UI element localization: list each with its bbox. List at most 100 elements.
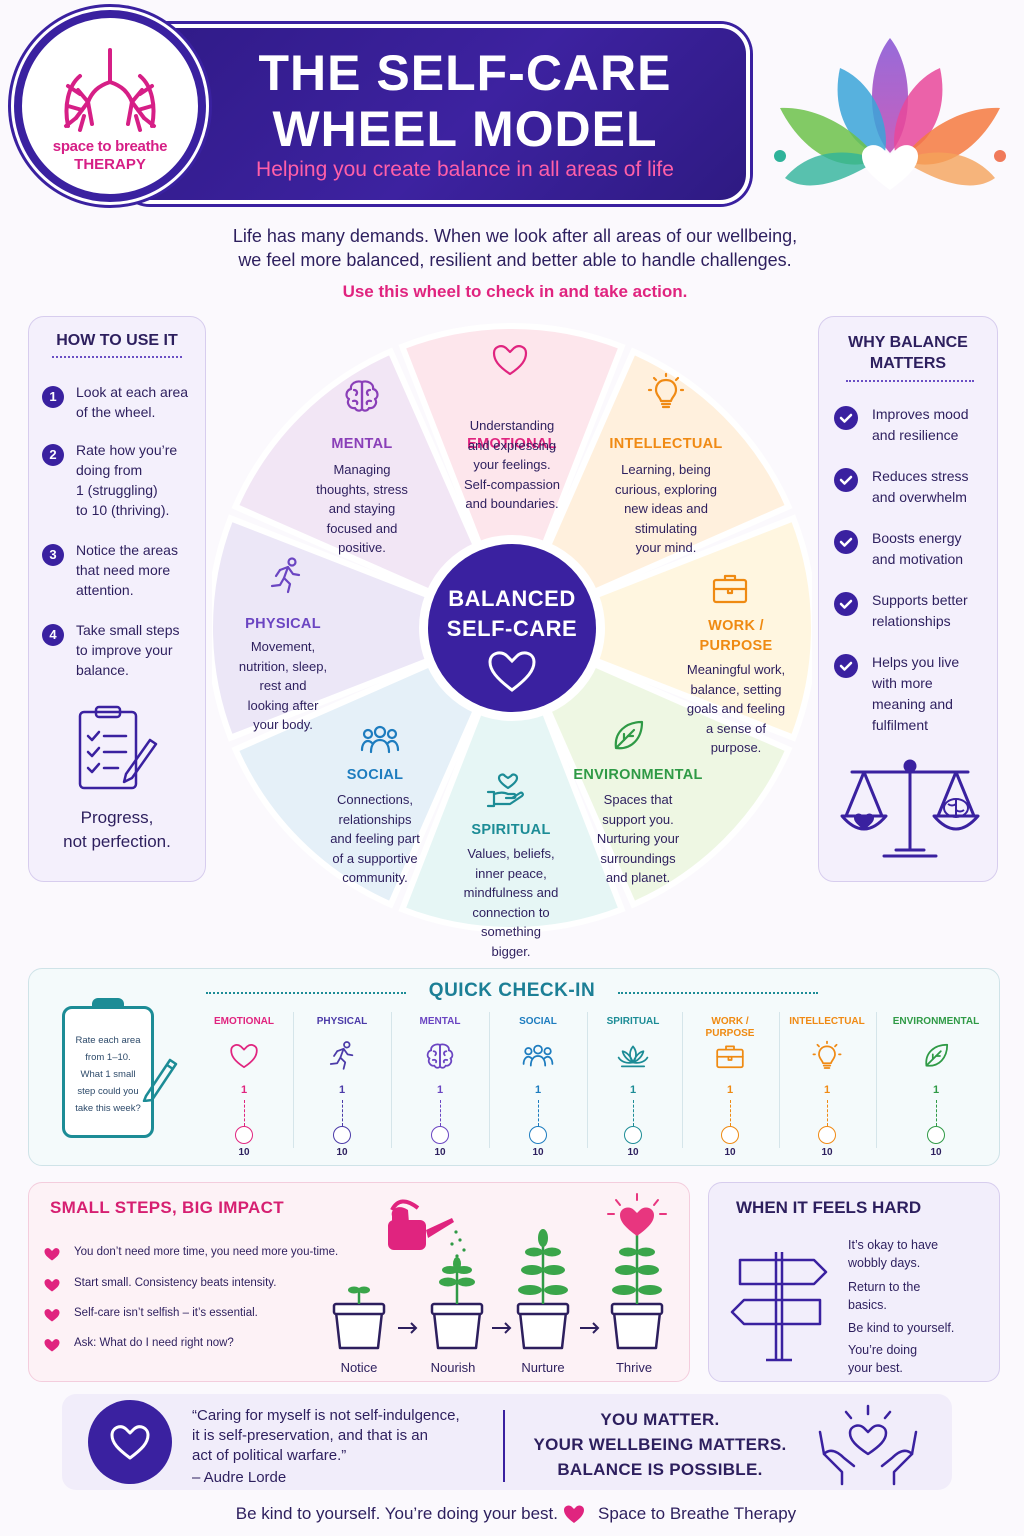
check-icon: [834, 592, 858, 616]
scale-min: 1: [823, 1084, 831, 1096]
lightbulb-icon: [812, 1040, 842, 1069]
wheel-segment-title: MENTAL: [331, 436, 393, 452]
scale-max: 10: [821, 1147, 833, 1158]
logo: space to breathe THERAPY: [14, 10, 206, 202]
footer-text: Be kind to yourself. You’re doing your b…: [235, 1504, 558, 1523]
rating-circle[interactable]: [818, 1126, 836, 1144]
when-hard-line: It’s okay to have: [848, 1238, 939, 1252]
check-icon: [834, 654, 858, 678]
when-hard-line: your best.: [848, 1361, 903, 1375]
leaf-icon: [614, 720, 644, 750]
watering-can-icon: [388, 1199, 466, 1258]
stage-label: Nurture: [521, 1360, 565, 1375]
step-number: 1: [42, 386, 64, 408]
wheel-center: [428, 544, 596, 712]
when-hard-line: You’re doing: [848, 1343, 918, 1357]
lotus-icon: [617, 1045, 649, 1068]
scale-min: 1: [240, 1084, 248, 1096]
quote-panel: [62, 1394, 952, 1490]
scale-min: 1: [534, 1084, 542, 1096]
heart-icon: [492, 345, 528, 376]
signpost-icon: [730, 1252, 828, 1362]
small-steps-item: Ask: What do I need right now?: [74, 1337, 234, 1349]
stage-label: Notice: [340, 1360, 378, 1375]
heart-icon: [44, 1339, 60, 1352]
heart-icon: [488, 651, 536, 692]
checkin-column: EMOTIONAL 1 10: [196, 1010, 292, 1160]
when-hard-line: wobbly days.: [848, 1256, 921, 1270]
scale-min: 1: [338, 1084, 346, 1096]
scale-line: [730, 1100, 731, 1126]
wheel-segment-description: Values, beliefs,inner peace,mindfulness …: [463, 846, 559, 959]
quote-text: “Caring for myself is not self-indulgenc…: [192, 1407, 460, 1424]
footer-brand: Space to Breathe Therapy: [598, 1504, 797, 1523]
rating-circle[interactable]: [333, 1126, 351, 1144]
heart-icon: [44, 1309, 60, 1322]
divider: [876, 1012, 877, 1148]
small-steps-item: You don’t need more time, you need more …: [74, 1246, 339, 1258]
quote-author: – Audre Lorde: [192, 1469, 287, 1486]
heart-icon: [110, 1425, 150, 1460]
divider: [846, 380, 974, 382]
rating-circle[interactable]: [529, 1126, 547, 1144]
briefcase-icon: [712, 574, 748, 604]
scale-max: 10: [238, 1147, 250, 1158]
page-subtitle: Helping you create balance in all areas …: [256, 158, 674, 181]
check-icon: [834, 406, 858, 430]
scale-max: 10: [434, 1147, 446, 1158]
wheel-center-title: BALANCED: [448, 586, 576, 611]
scale-line: [440, 1100, 441, 1126]
people-icon: [360, 725, 400, 754]
logo-text: space to breathe: [52, 138, 168, 155]
small-steps-item: Self-care isn’t selfish – it’s essential…: [74, 1307, 258, 1319]
clipboard-card: [62, 1006, 154, 1138]
divider: [779, 1012, 780, 1148]
self-care-wheel: [212, 323, 812, 933]
quote-text: it is self-preservation, and that is an: [192, 1427, 428, 1444]
divider: [293, 1012, 294, 1148]
checkin-label: EMOTIONAL: [214, 1016, 274, 1027]
scale-min: 1: [726, 1084, 734, 1096]
quick-checkin-panel: [28, 968, 1000, 1166]
heart-icon: [564, 1505, 584, 1523]
affirmation: YOU MATTER.: [600, 1410, 720, 1429]
checkin-label: PHYSICAL: [316, 1016, 368, 1027]
when-hard-line: Be kind to yourself.: [848, 1321, 955, 1335]
checkin-label: SOCIAL: [519, 1016, 557, 1027]
balance-scale-icon: [840, 759, 980, 858]
when-hard-line: Return to the: [848, 1280, 921, 1294]
heart-icon: [230, 1044, 258, 1069]
check-icon: [834, 468, 858, 492]
scale-max: 10: [532, 1147, 544, 1158]
rating-circle[interactable]: [927, 1126, 945, 1144]
checklist-icon: [78, 705, 158, 790]
divider: [391, 1012, 392, 1148]
rating-circle[interactable]: [721, 1126, 739, 1144]
divider: [618, 992, 818, 994]
rating-circle[interactable]: [624, 1126, 642, 1144]
divider: [206, 992, 406, 994]
hands-heart-icon: [818, 1404, 918, 1486]
quote-text: act of political warfare.”: [192, 1447, 347, 1464]
rating-circle[interactable]: [235, 1126, 253, 1144]
step-number: 3: [42, 544, 64, 566]
affirmation: BALANCE IS POSSIBLE.: [557, 1460, 763, 1479]
divider: [587, 1012, 588, 1148]
rating-circle[interactable]: [431, 1126, 449, 1144]
